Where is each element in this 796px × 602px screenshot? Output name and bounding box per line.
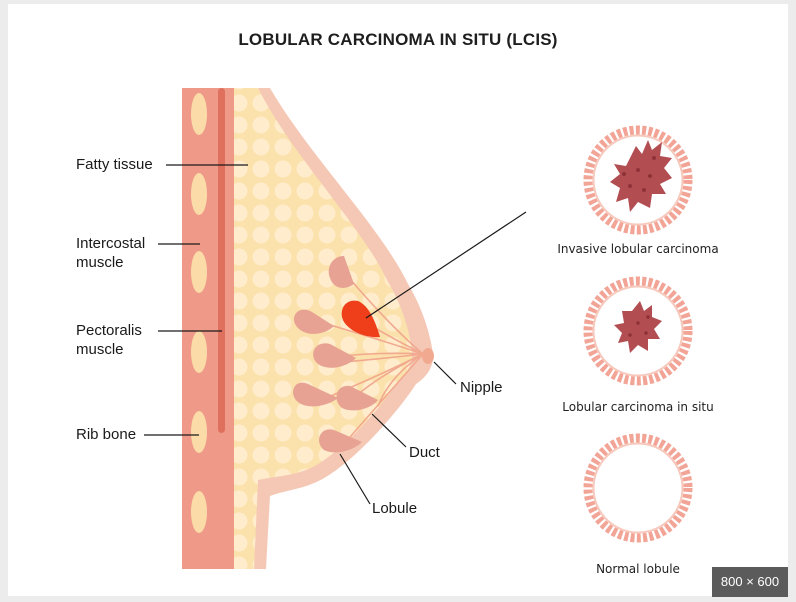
label-intercostal-muscle: Intercostal muscle bbox=[76, 234, 145, 272]
pectoralis-muscle bbox=[218, 88, 225, 433]
rib-bone bbox=[191, 411, 207, 453]
nipple-leader bbox=[434, 362, 456, 384]
rib-bone bbox=[191, 173, 207, 215]
carcinoma-cluster bbox=[614, 301, 662, 353]
rib-bone bbox=[191, 491, 207, 533]
stage-label-invasive: Invasive lobular carcinoma bbox=[538, 242, 738, 256]
diagram-card: LOBULAR CARCINOMA IN SITU (LCIS) bbox=[8, 4, 788, 596]
rib-bone bbox=[191, 93, 207, 135]
nipple-shape bbox=[422, 348, 434, 364]
intercostal-muscle bbox=[182, 88, 234, 569]
stage-label-normal: Normal lobule bbox=[538, 562, 738, 576]
breast-cross-section bbox=[182, 88, 434, 569]
image-size-badge: 800 × 600 bbox=[712, 567, 788, 597]
label-pectoralis-muscle: Pectoralis muscle bbox=[76, 321, 142, 359]
lobule-leader bbox=[340, 454, 370, 504]
label-lobule: Lobule bbox=[372, 499, 417, 518]
lobule-stages bbox=[588, 130, 688, 538]
label-fatty-tissue: Fatty tissue bbox=[76, 155, 153, 174]
normal-lobule-view bbox=[588, 438, 688, 538]
invasive-lobule-view bbox=[588, 130, 688, 230]
label-rib-bone: Rib bone bbox=[76, 425, 136, 444]
lcis-lobule-view bbox=[588, 281, 688, 381]
stage-label-lcis: Lobular carcinoma in situ bbox=[538, 400, 738, 414]
label-nipple: Nipple bbox=[460, 378, 503, 397]
carcinoma-cluster bbox=[610, 140, 672, 212]
rib-bone bbox=[191, 251, 207, 293]
label-duct: Duct bbox=[409, 443, 440, 462]
rib-bone bbox=[191, 331, 207, 373]
